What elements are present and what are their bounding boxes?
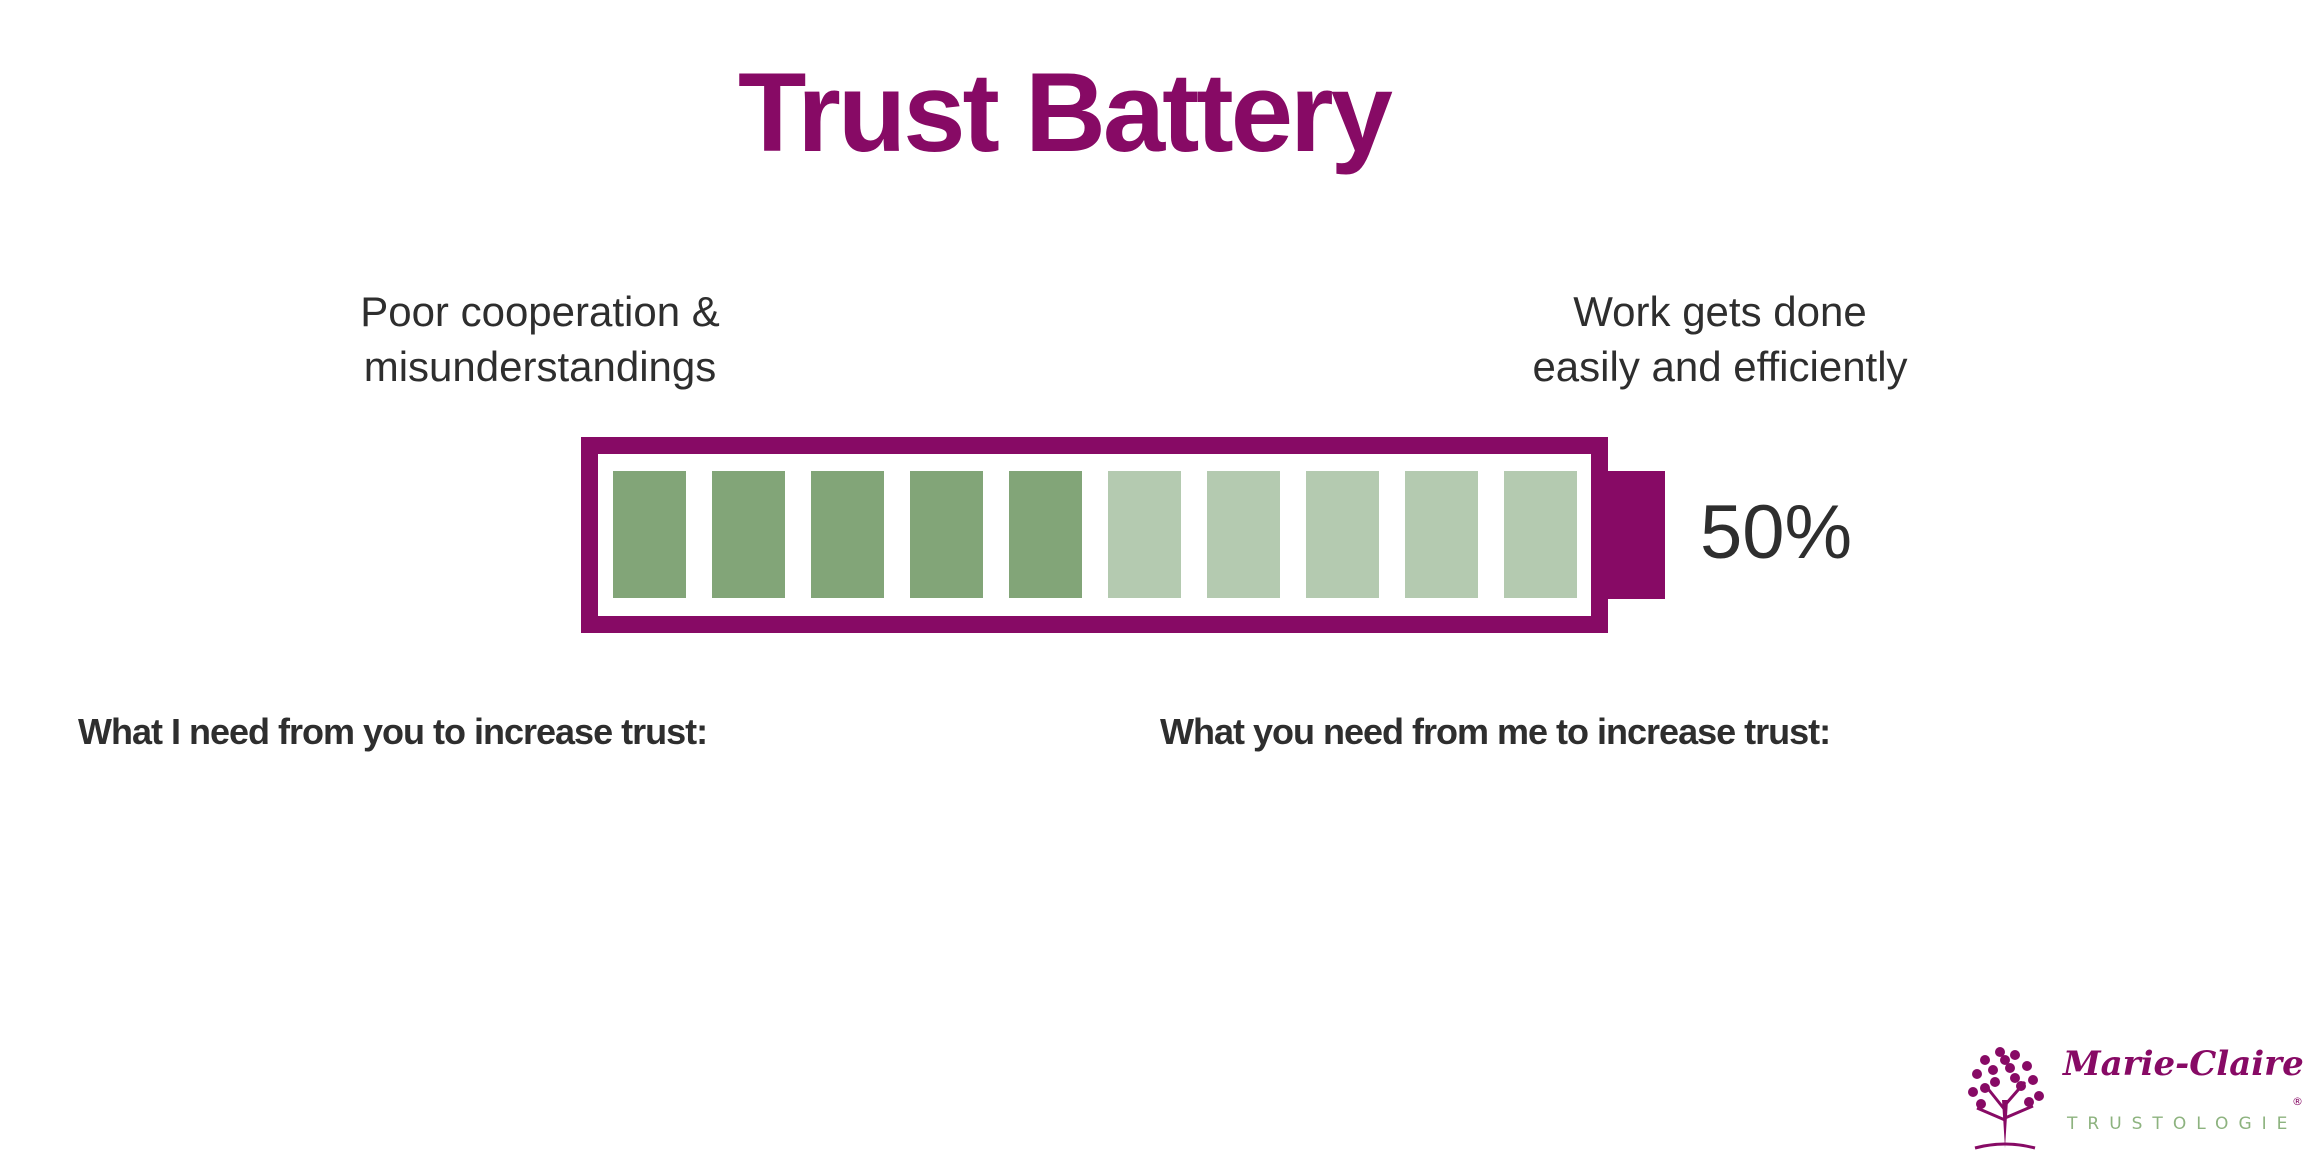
battery-cell-filled (811, 471, 884, 598)
charge-percent: 50% (1700, 490, 1853, 575)
battery-cell-empty (1108, 471, 1181, 598)
battery-cell-filled (1009, 471, 1082, 598)
prompt-need-from-me: What you need from me to increase trust: (1160, 711, 1831, 752)
battery-cell-filled (910, 471, 983, 598)
battery-cell-empty (1504, 471, 1577, 598)
battery-cell-empty (1306, 471, 1379, 598)
battery-cell-empty (1405, 471, 1478, 598)
brand-logo: Marie-Claire Ross TRUSTOLOGIE ® (1955, 1030, 2312, 1152)
low-trust-label-line-1: Poor cooperation & (360, 288, 720, 335)
high-trust-label: Work gets done easily and efficiently (1500, 284, 1940, 394)
logo-name: Marie-Claire Ross (2063, 1044, 2312, 1084)
low-trust-label: Poor cooperation & misunderstandings (340, 284, 740, 394)
battery-cell-filled (613, 471, 686, 598)
low-trust-label-line-2: misunderstandings (363, 343, 717, 390)
battery-tip (1608, 471, 1665, 599)
battery-cell-filled (712, 471, 785, 598)
high-trust-label-line-1: Work gets done (1573, 288, 1867, 335)
battery-cell-empty (1207, 471, 1280, 598)
logo-subtitle: TRUSTOLOGIE (2067, 1114, 2298, 1134)
page-title: Trust Battery (738, 50, 1393, 175)
battery-cells (596, 450, 1592, 620)
registered-mark: ® (2292, 1095, 2303, 1108)
prompt-need-from-you: What I need from you to increase trust: (78, 711, 708, 752)
tree-icon (1968, 1047, 2044, 1150)
high-trust-label-line-2: easily and efficiently (1532, 343, 1908, 390)
